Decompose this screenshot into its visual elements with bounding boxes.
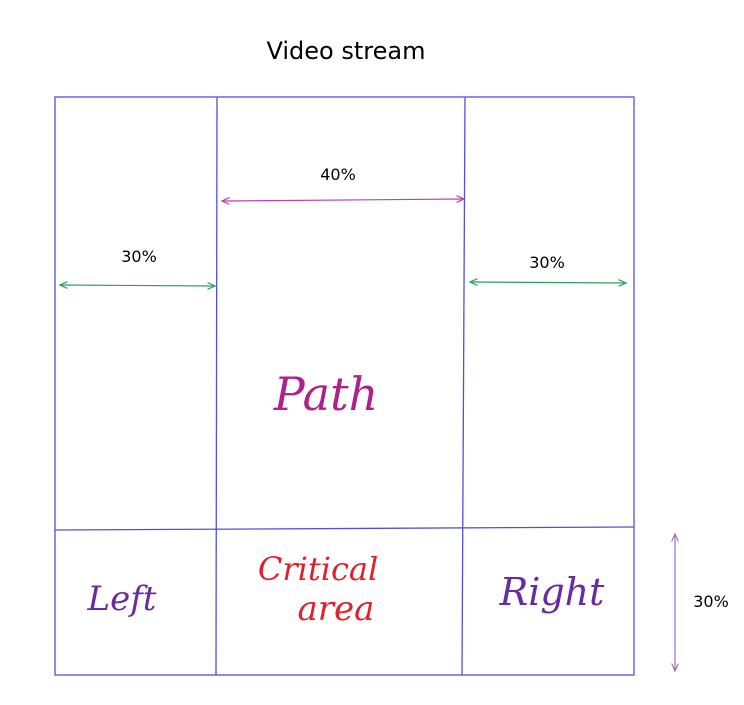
diagram-title: Video stream xyxy=(267,37,426,65)
left-divider xyxy=(215,96,218,676)
center-width-label: 40% xyxy=(320,165,356,184)
left-region-label: Left xyxy=(87,579,157,619)
right-width-label: 30% xyxy=(529,253,565,272)
critical-area-label-line1: Critical xyxy=(258,550,378,588)
center-width-arrow xyxy=(222,199,464,201)
outer-frame xyxy=(54,96,635,676)
right-region-label: Right xyxy=(499,570,606,614)
right-width-arrow xyxy=(470,282,626,283)
path-region-label: Path xyxy=(273,367,378,421)
right-divider xyxy=(461,96,466,676)
critical-area-label-line2: area xyxy=(298,589,375,629)
region-grid xyxy=(54,96,635,676)
bottom-divider xyxy=(54,526,635,531)
bottom-height-label: 30% xyxy=(693,592,729,611)
left-width-arrow xyxy=(60,285,215,286)
left-width-label: 30% xyxy=(121,247,157,266)
